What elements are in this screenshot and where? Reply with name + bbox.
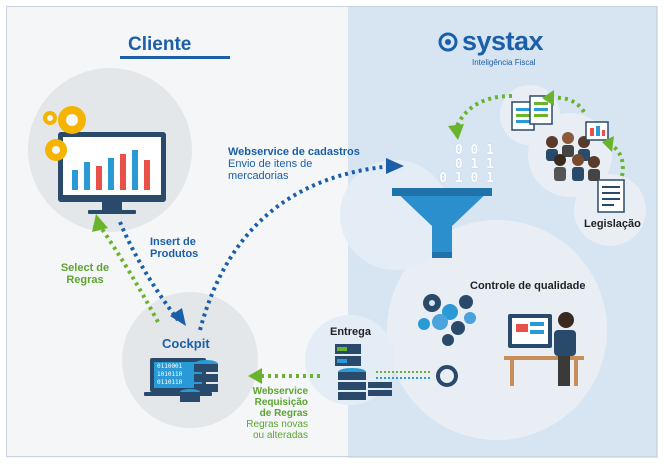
entrega-label: Entrega xyxy=(330,326,371,338)
binary-line: 0110001 xyxy=(157,363,183,370)
arrow-legis-team-head xyxy=(602,136,614,152)
brand-name: systax xyxy=(462,26,544,56)
server-rack-icon xyxy=(335,344,392,400)
envio-line-1: Envio de itens de xyxy=(228,158,313,170)
gear-icon-large xyxy=(58,106,86,134)
gear-icon-small xyxy=(45,139,67,161)
arrow-team-funnel-head xyxy=(448,124,464,140)
arrow-docs-to-team xyxy=(551,95,586,114)
insert-line-1: Insert de xyxy=(150,236,196,248)
arrow-select-head xyxy=(92,214,108,232)
insert-produtos-label: Insert de Produtos xyxy=(150,236,198,260)
ws-req-line-1: Webservice xyxy=(252,386,308,397)
funnel-bits: 0 0 1 0 1 1 0 1 0 1 xyxy=(428,144,494,186)
arrow-webservice-head xyxy=(386,158,404,174)
funnel-bit-line: 0 1 1 xyxy=(454,157,494,172)
webservice-cadastros-title: Webservice de cadastros xyxy=(228,146,360,158)
team-people-icon xyxy=(546,132,600,181)
legislation-document-icon xyxy=(597,179,625,213)
outer-frame xyxy=(6,6,657,457)
binary-line: 1010110 xyxy=(157,371,183,378)
ws-req-line-3: de Regras xyxy=(259,408,308,419)
client-title: Cliente xyxy=(128,34,192,55)
ws-req-line-5: ou alteradas xyxy=(252,430,308,441)
arrow-docs-team-head xyxy=(542,90,554,106)
select-regras-label: Select de Regras xyxy=(50,262,120,286)
legislacao-label: Legislação xyxy=(584,218,641,230)
webservice-requisicao-label: Webservice Requisição de Regras Regras n… xyxy=(228,386,308,441)
arrow-webservice-cadastros xyxy=(198,164,393,331)
arrow-requisicao-head xyxy=(248,368,262,384)
funnel-icon xyxy=(392,188,492,258)
gears-cluster-icon xyxy=(418,294,476,387)
funnel-bit-line: 0 0 1 xyxy=(454,143,494,158)
cloud-circle-1 xyxy=(340,160,450,270)
funnel-bit-line: 0 1 0 1 xyxy=(439,171,494,186)
ws-req-line-2: Requisição xyxy=(254,397,308,408)
presentation-board-icon xyxy=(585,121,609,141)
gear-icon-tiny xyxy=(43,111,57,125)
select-line-1: Select de xyxy=(60,262,110,274)
cockpit-label: Cockpit xyxy=(162,336,210,351)
webservice-cadastros-label: Webservice de cadastros Envio de itens d… xyxy=(228,146,360,182)
computer-monitor-icon xyxy=(58,132,166,214)
brand-tagline: Inteligência Fiscal xyxy=(472,58,536,67)
arrow-insert-head xyxy=(170,308,186,326)
binary-line: 0110110 xyxy=(157,379,183,386)
database-icon-cockpit xyxy=(180,360,218,402)
arrow-team-to-funnel xyxy=(454,94,513,129)
documents-icon xyxy=(511,95,553,131)
entrega-connector-lines xyxy=(376,371,430,379)
analyst-person-icon xyxy=(504,312,584,386)
cliente-underline xyxy=(120,56,230,59)
arrow-select-regras xyxy=(98,224,160,323)
controle-qualidade-label: Controle de qualidade xyxy=(470,280,586,292)
ws-req-line-4: Regras novas xyxy=(246,419,308,430)
envio-line-2: mercadorias xyxy=(228,170,289,182)
select-line-2: Regras xyxy=(66,274,104,286)
laptop-binary: 0110001 1010110 0110110 xyxy=(157,363,182,387)
systax-logo-icon xyxy=(438,32,458,52)
insert-line-2: Produtos xyxy=(150,248,199,260)
